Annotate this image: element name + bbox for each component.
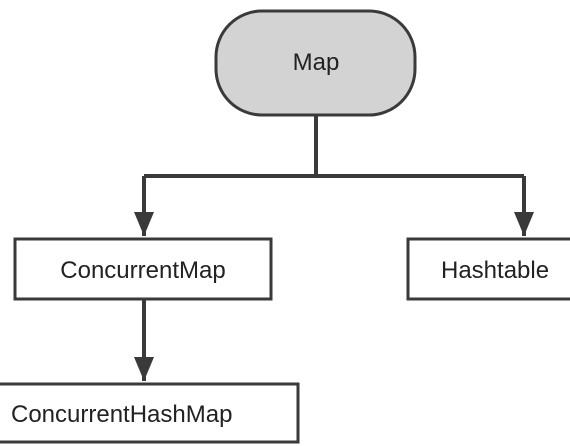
node-hashtable: Hashtable [406, 237, 570, 301]
node-map-label: Map [293, 49, 340, 76]
node-map: Map [214, 9, 417, 117]
node-hashtable-label: Hashtable [441, 257, 549, 284]
node-concurrentmap-label: ConcurrentMap [60, 257, 225, 284]
node-hashtable-box [406, 237, 570, 301]
node-concurrenthashmap: ConcurrentHashMap [0, 382, 300, 444]
node-concurrentmap: ConcurrentMap [13, 237, 273, 301]
node-concurrenthashmap-box [0, 382, 300, 444]
node-concurrentmap-box [13, 237, 273, 301]
node-map-shape [214, 9, 417, 117]
connectors [134, 114, 534, 381]
node-concurrenthashmap-label: ConcurrentHashMap [11, 401, 232, 428]
